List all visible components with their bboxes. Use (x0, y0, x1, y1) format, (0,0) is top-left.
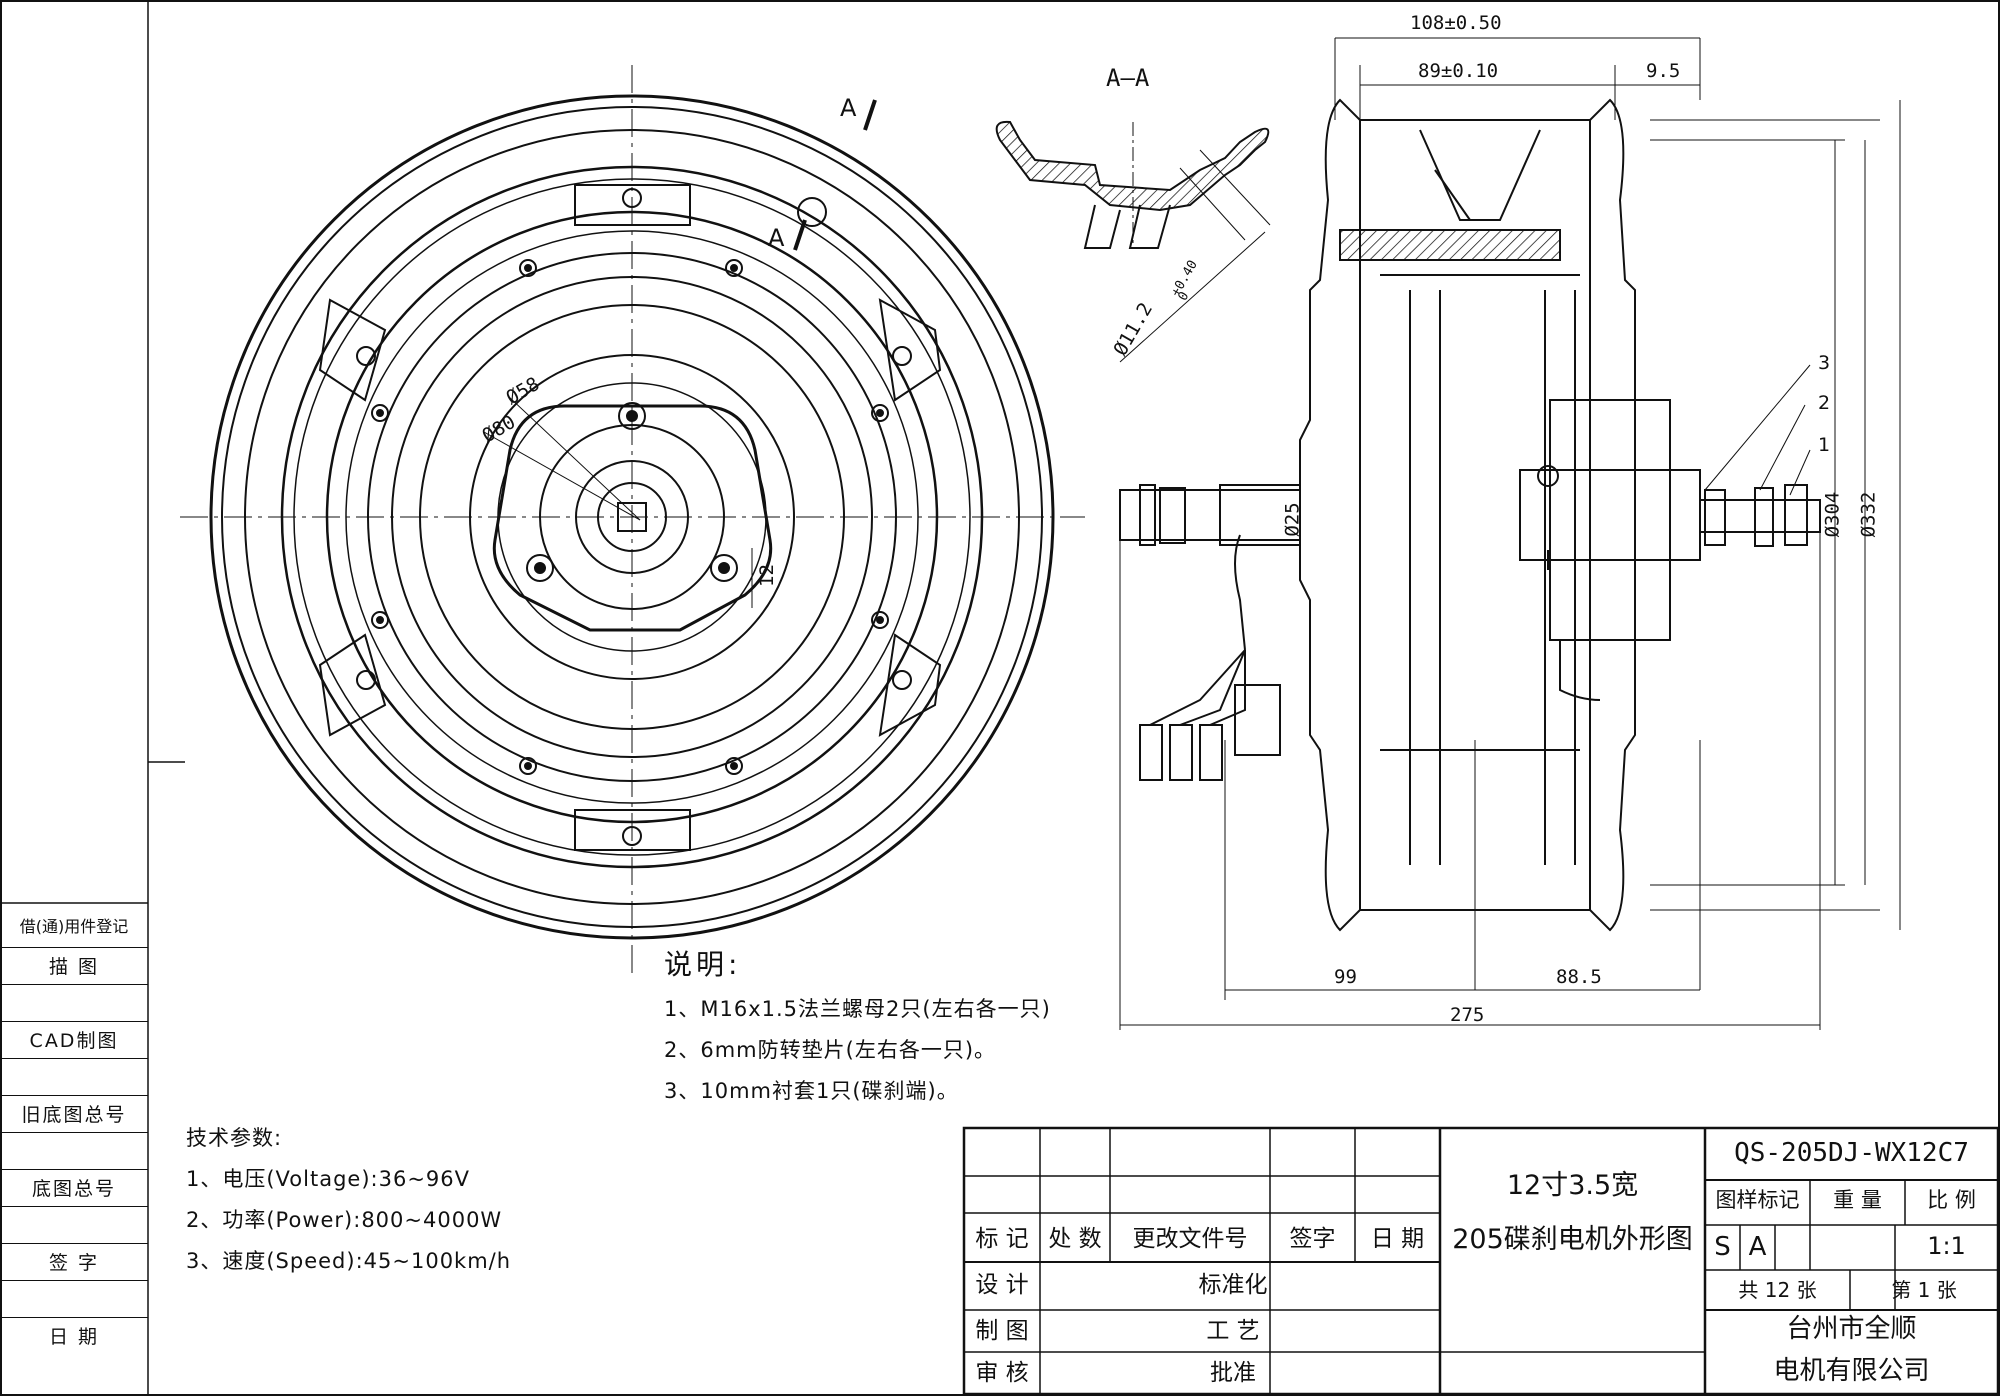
company-line2: 电机有限公司 (1773, 1356, 1930, 1386)
notes-item: 1、M16x1.5法兰螺母2只(左右各一只) (664, 997, 1051, 1021)
specs-item: 1、电压(Voltage):36~96V (186, 1167, 470, 1191)
dim-width-108: 108±0.50 (1410, 12, 1502, 34)
notes-item: 3、10mm衬套1只(碟刹端)。 (664, 1079, 959, 1103)
notes-item: 2、6mm防转垫片(左右各一只)。 (664, 1038, 997, 1062)
dim-offset-9-5: 9.5 (1646, 60, 1681, 82)
dim-hub-12: 12 (755, 564, 778, 587)
rev-header-mark: 标 记 (975, 1226, 1029, 1252)
approval-design: 设 计 (975, 1272, 1029, 1298)
sidebar-cell: 借(通)用件登记 (0, 903, 148, 948)
specs-item: 2、功率(Power):800~4000W (186, 1208, 503, 1232)
dim-d332: Ø332 (1857, 491, 1880, 538)
scale-value: 1:1 (1927, 1232, 1966, 1260)
sidebar-cell (0, 1206, 148, 1244)
notes-block: 说明: 1、M16x1.5法兰螺母2只(左右各一只) 2、6mm防转垫片(左右各… (664, 944, 1051, 1112)
section-mark-bottom: A (768, 224, 785, 252)
approval-review: 审 核 (975, 1360, 1029, 1386)
front-view (180, 65, 1085, 975)
drawing-name-line2: 205碟刹电机外形图 (1452, 1224, 1693, 1255)
callout-1: 1 (1818, 434, 1831, 456)
side-view (1119, 37, 1901, 1030)
mark-letter-s: S (1714, 1232, 1731, 1262)
approval-approve: 批准 (1210, 1360, 1256, 1386)
meta-header-weight: 重 量 (1833, 1188, 1882, 1212)
sidebar-cell: 日 期 (48, 1326, 100, 1348)
title-block (962, 1126, 2000, 1396)
meta-header-mark: 图样标记 (1715, 1188, 1800, 1212)
specs-block: 技术参数: 1、电压(Voltage):36~96V 2、功率(Power):8… (186, 1118, 511, 1282)
specs-title: 技术参数: (186, 1126, 283, 1150)
rev-header-docno: 更改文件号 (1132, 1226, 1248, 1252)
dim-99: 99 (1334, 966, 1357, 988)
rev-header-count: 处 数 (1048, 1226, 1102, 1252)
sidebar-cell (0, 1058, 148, 1096)
drawing-number: QS-205DJ-WX12C7 (1734, 1138, 1969, 1168)
callout-3: 3 (1818, 352, 1831, 374)
sheets-total: 共 12 张 (1738, 1278, 1817, 1302)
mark-letter-a: A (1748, 1232, 1767, 1262)
dim-88-5: 88.5 (1556, 966, 1602, 988)
approval-standard: 标准化 (1198, 1272, 1268, 1298)
sidebar-cell: 旧底图总号 (0, 1095, 148, 1133)
meta-header-scale: 比 例 (1927, 1188, 1976, 1212)
section-a-a (995, 120, 1271, 363)
sidebar-cell (0, 1280, 148, 1318)
drawing-name-line1: 12寸3.5宽 (1506, 1170, 1639, 1201)
rev-header-date: 日 期 (1370, 1226, 1425, 1252)
rev-header-sign: 签字 (1289, 1226, 1336, 1252)
approval-draw: 制 图 (975, 1318, 1029, 1344)
dim-275: 275 (1450, 1004, 1485, 1026)
sidebar-cell (0, 1132, 148, 1170)
specs-item: 3、速度(Speed):45~100km/h (186, 1249, 512, 1273)
sidebar-cell (0, 984, 148, 1022)
dim-rim-89: 89±0.10 (1418, 60, 1499, 82)
section-title: A—A (1106, 64, 1150, 92)
section-mark-top: A (840, 94, 857, 122)
company-line1: 台州市全顺 (1786, 1314, 1917, 1344)
sidebar-cell: CAD制图 (0, 1021, 148, 1059)
sidebar-cell: 签 字 (0, 1243, 148, 1281)
callout-2: 2 (1818, 392, 1831, 414)
sidebar-registration: 借(通)用件登记 描 图 CAD制图 旧底图总号 底图总号 签 字 日 期 (0, 903, 148, 1396)
dim-axle-d25: Ø25 (1281, 502, 1304, 537)
notes-title: 说明: (664, 948, 742, 981)
dim-d304: Ø304 (1821, 491, 1844, 538)
sidebar-cell: 底图总号 (0, 1169, 148, 1207)
approval-process: 工 艺 (1206, 1318, 1260, 1344)
sheet-number: 第 1 张 (1891, 1278, 1957, 1302)
sidebar-cell: 描 图 (0, 947, 148, 985)
